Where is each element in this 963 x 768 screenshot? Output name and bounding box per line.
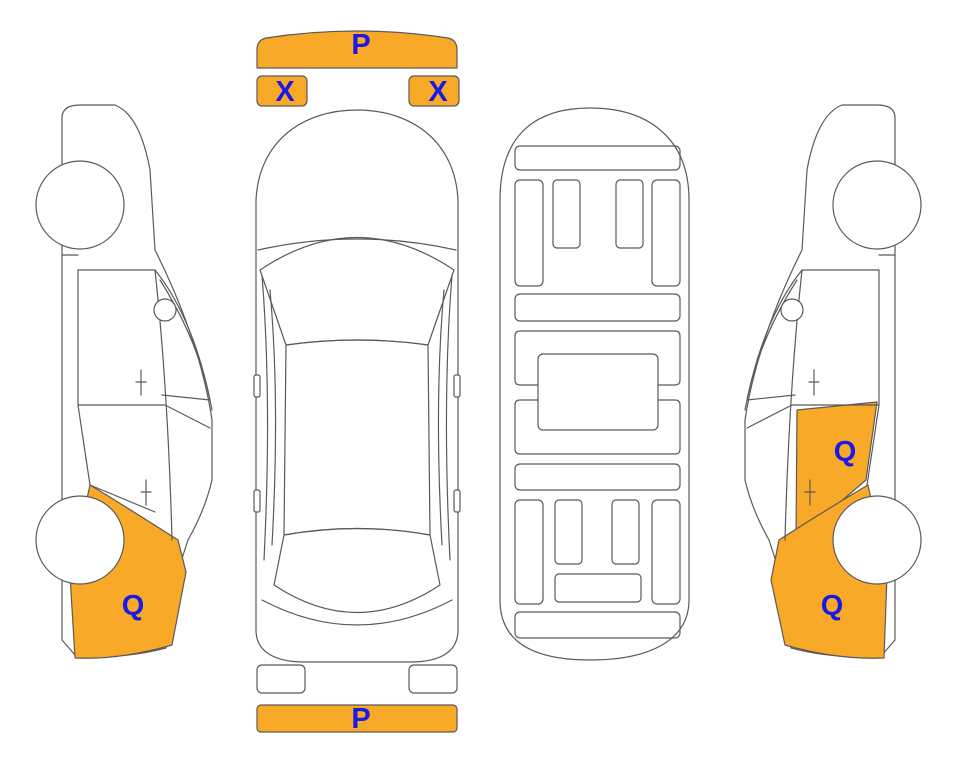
underside-panel (514, 463, 681, 491)
right-side-window (437, 274, 453, 561)
rear-bumper-panel[interactable] (256, 704, 458, 733)
left-side-window (261, 274, 277, 561)
left-door-line (77, 404, 156, 513)
underside-panel (615, 179, 644, 249)
left-door-handle (135, 369, 147, 396)
underside-panel (651, 499, 681, 605)
car-underside-view (499, 107, 690, 661)
right-window-line (746, 279, 798, 401)
underside-panel (554, 573, 642, 603)
underside-panel (611, 499, 640, 565)
underside-panel (651, 179, 681, 287)
rear-bumper-code: P (351, 703, 370, 735)
taillight-right[interactable] (408, 664, 458, 694)
left-rear-quarter-code: Q (122, 590, 145, 622)
left-door-line (77, 269, 211, 429)
taillight-left[interactable] (256, 664, 306, 694)
right-mirror (453, 374, 461, 398)
right-rear-wheel (832, 495, 922, 585)
underside-panel (514, 330, 681, 386)
right-rear-quarter-code: Q (821, 590, 844, 622)
front-bumper-panel[interactable] (256, 30, 458, 69)
underside-panel (514, 179, 544, 287)
front-bumper-code: P (351, 29, 370, 61)
left-front-wheel (35, 160, 125, 250)
right-door-line (866, 404, 880, 486)
car-top-view (253, 109, 461, 663)
underside-panel (514, 293, 681, 322)
headlight-right-code: X (428, 76, 448, 108)
underside-panel (554, 499, 583, 565)
right-door-line (746, 269, 880, 429)
underside-panel (514, 399, 681, 455)
underside-panel (514, 611, 681, 639)
underside-panel (552, 179, 581, 249)
left-handle (253, 489, 261, 513)
right-handle (453, 489, 461, 513)
right-mirror (780, 298, 804, 322)
car-right-side-view: Q Q (744, 104, 922, 659)
right-front-wheel (832, 160, 922, 250)
right-door-handle (808, 369, 820, 396)
right-door-handle (804, 479, 816, 506)
left-window-line (159, 279, 211, 401)
headlight-left-panel[interactable] (256, 75, 308, 107)
rear-parts: P (256, 664, 458, 735)
front-parts: P X X (256, 29, 460, 108)
trunk-line (261, 599, 453, 626)
car-top-body (255, 109, 459, 663)
right-rear-door-code: Q (834, 436, 857, 468)
headlight-right-panel[interactable] (408, 75, 460, 107)
underside-center-plate (537, 353, 659, 431)
underside-panel (514, 499, 544, 605)
underside-panel (514, 145, 681, 171)
left-door-handle (140, 479, 152, 506)
headlight-left-code: X (275, 76, 295, 108)
left-rear-wheel (35, 495, 125, 585)
car-left-side-view: Q (35, 104, 213, 659)
hood-line (257, 238, 457, 251)
left-mirror (253, 374, 261, 398)
rear-glass (273, 527, 441, 614)
left-mirror (153, 298, 177, 322)
